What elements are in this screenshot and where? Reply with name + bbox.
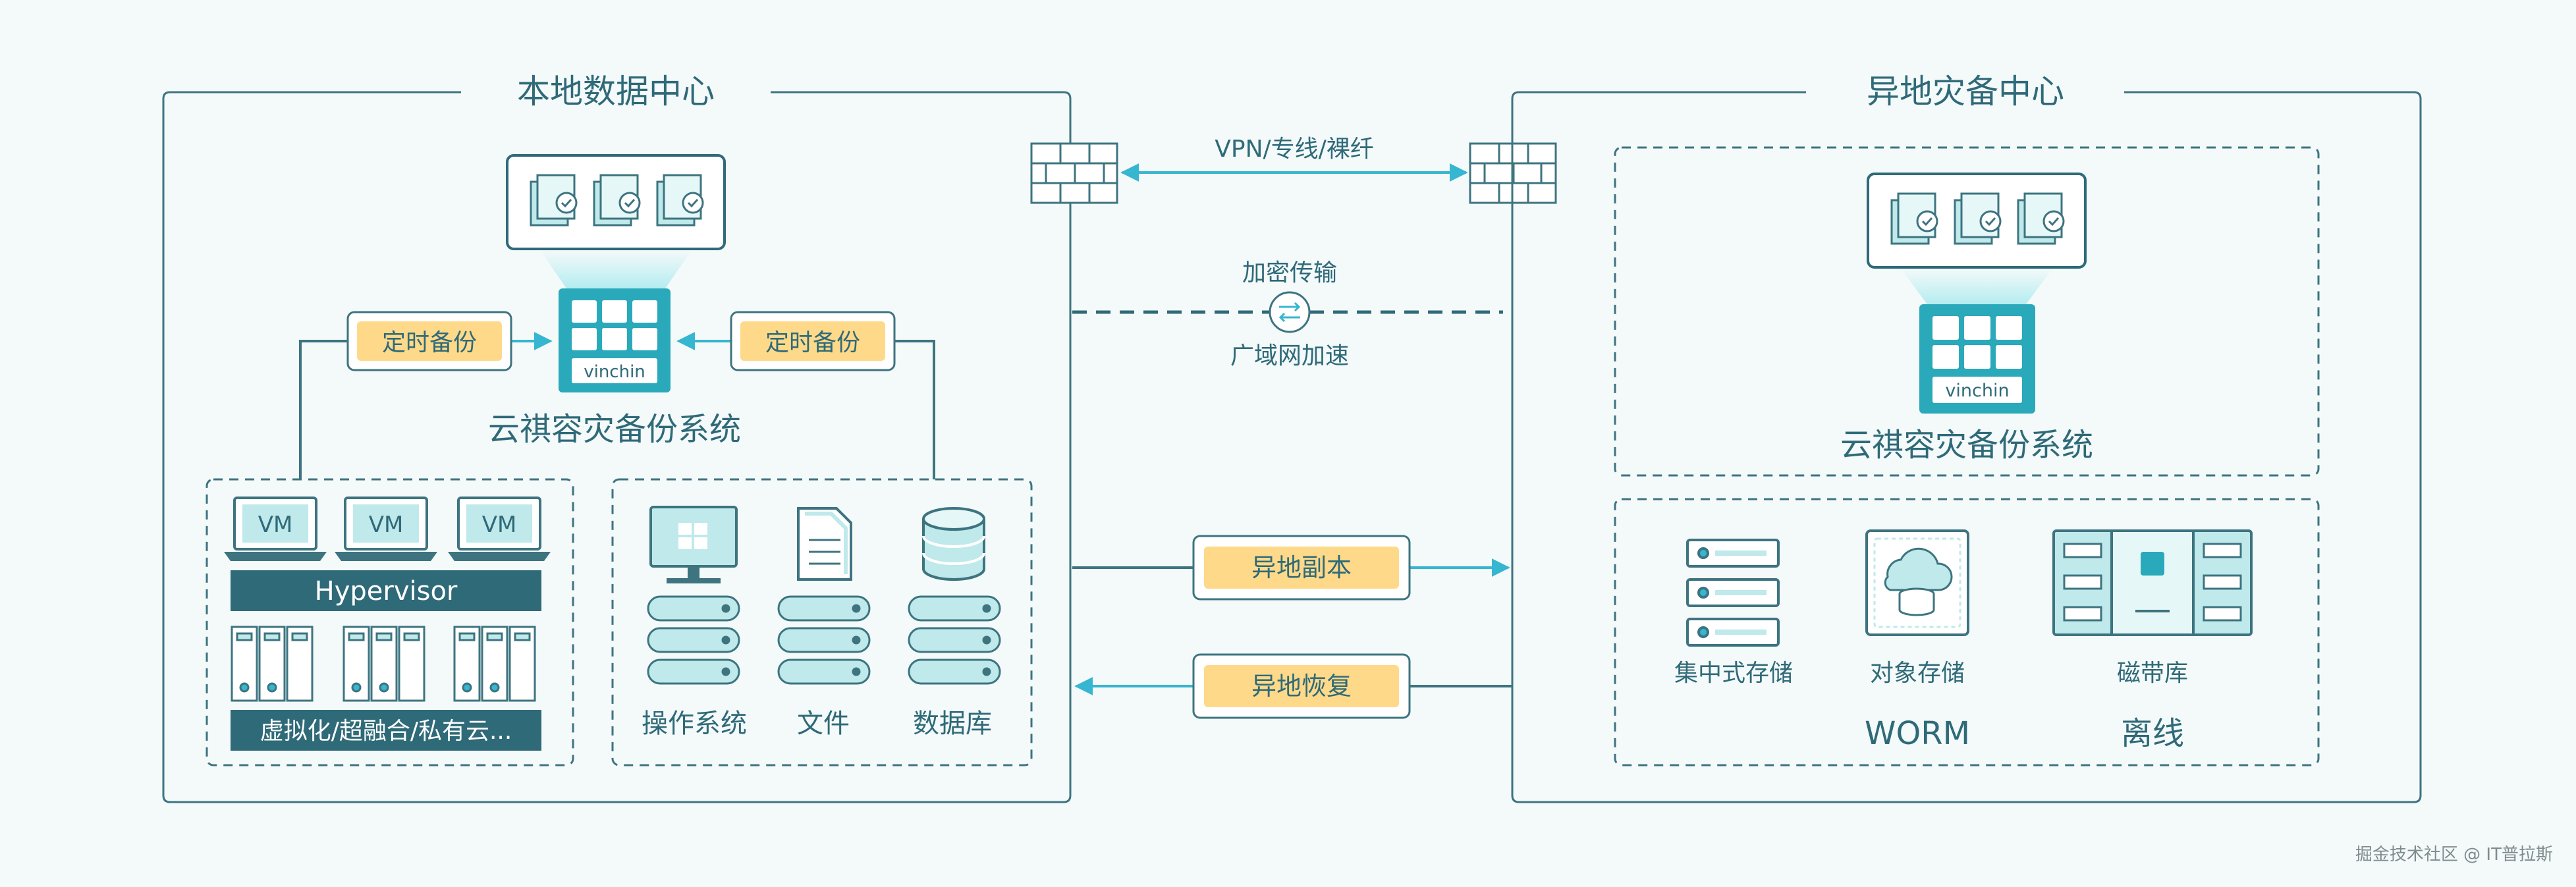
backup-image-icon bbox=[1890, 192, 1938, 245]
backup-image-icon bbox=[1954, 192, 2002, 245]
vm-label: VM bbox=[258, 512, 293, 538]
worm-label: WORM bbox=[1865, 715, 1970, 752]
source-label: 文件 bbox=[797, 709, 850, 739]
sources-group bbox=[611, 478, 1033, 766]
vinchin-appliance-icon: vinchin bbox=[1919, 304, 2035, 414]
vm-label: VM bbox=[369, 512, 404, 538]
restore-badge: 异地恢复 bbox=[1251, 672, 1352, 701]
object-storage-icon bbox=[1865, 529, 1969, 636]
wan-label: 广域网加速 bbox=[1230, 342, 1349, 369]
remote-backup-group bbox=[1614, 146, 2320, 477]
storage-label: 集中式存储 bbox=[1674, 660, 1793, 687]
vinchin-appliance-icon: vinchin bbox=[559, 288, 671, 392]
tape-library-icon bbox=[2052, 529, 2253, 636]
brand-label: vinchin bbox=[584, 362, 645, 382]
storage-label: 磁带库 bbox=[2117, 660, 2188, 687]
source-label: 数据库 bbox=[913, 709, 992, 739]
local-datacenter: 本地数据中心 bbox=[162, 72, 1072, 803]
schedule-backup-left: 定时备份 bbox=[382, 329, 477, 356]
vm-laptop-icon: VM bbox=[224, 497, 327, 561]
disk-stack-icon bbox=[647, 595, 740, 685]
encrypt-label: 加密传输 bbox=[1242, 259, 1337, 286]
file-document-icon bbox=[797, 507, 852, 581]
server-rack-icon bbox=[343, 626, 425, 702]
virt-caption-bar bbox=[231, 710, 541, 751]
vm-laptop-icon: VM bbox=[448, 497, 551, 561]
local-system-name: 云祺容灾备份系统 bbox=[488, 411, 741, 448]
remote-system-name: 云祺容灾备份系统 bbox=[1840, 427, 2093, 464]
virt-caption: 虚拟化/超融合/私有云... bbox=[260, 718, 512, 745]
backup-images-card bbox=[1867, 173, 2087, 269]
glow-beam bbox=[1901, 269, 2052, 304]
disk-stack-icon bbox=[777, 595, 871, 685]
backup-images-card bbox=[506, 154, 726, 250]
remote-storage-group bbox=[1614, 498, 2320, 766]
virtualization-group bbox=[206, 478, 574, 766]
vm-label: VM bbox=[482, 512, 517, 538]
hypervisor-label: Hypervisor bbox=[315, 576, 458, 606]
backup-image-icon bbox=[2017, 192, 2065, 245]
remote-datacenter: 异地灾备中心 bbox=[1511, 72, 2422, 803]
local-dc-title: 本地数据中心 bbox=[517, 72, 715, 111]
backup-image-icon bbox=[656, 174, 704, 227]
link-section: VPN/专线/裸纤 加密传输 广域网加速 异地副本 异地恢复 bbox=[1030, 136, 1557, 719]
windows-monitor-icon bbox=[649, 506, 738, 583]
centralized-storage-icon bbox=[1686, 539, 1780, 647]
brand-label: vinchin bbox=[1945, 381, 2009, 401]
disk-stack-icon bbox=[908, 595, 1001, 685]
offline-label: 离线 bbox=[2121, 715, 2184, 752]
hypervisor-bar bbox=[231, 570, 541, 611]
backup-image-icon bbox=[530, 174, 578, 227]
database-cylinder-icon bbox=[922, 507, 985, 581]
storage-label: 对象存储 bbox=[1870, 660, 1965, 687]
backup-image-icon bbox=[593, 174, 641, 227]
schedule-backup-right: 定时备份 bbox=[765, 329, 860, 356]
transfer-icon bbox=[1269, 291, 1311, 333]
glow-beam bbox=[540, 250, 692, 288]
replica-badge: 异地副本 bbox=[1251, 553, 1352, 582]
source-label: 操作系统 bbox=[642, 709, 747, 739]
firewall-icon bbox=[1030, 142, 1118, 204]
server-rack-icon bbox=[231, 626, 314, 702]
server-rack-icon bbox=[453, 626, 536, 702]
watermark: 掘金技术社区 @ IT普拉斯 bbox=[2355, 845, 2553, 865]
vpn-label: VPN/专线/裸纤 bbox=[1215, 136, 1374, 163]
vm-laptop-icon: VM bbox=[335, 497, 437, 561]
remote-dc-title: 异地灾备中心 bbox=[1867, 72, 2064, 111]
